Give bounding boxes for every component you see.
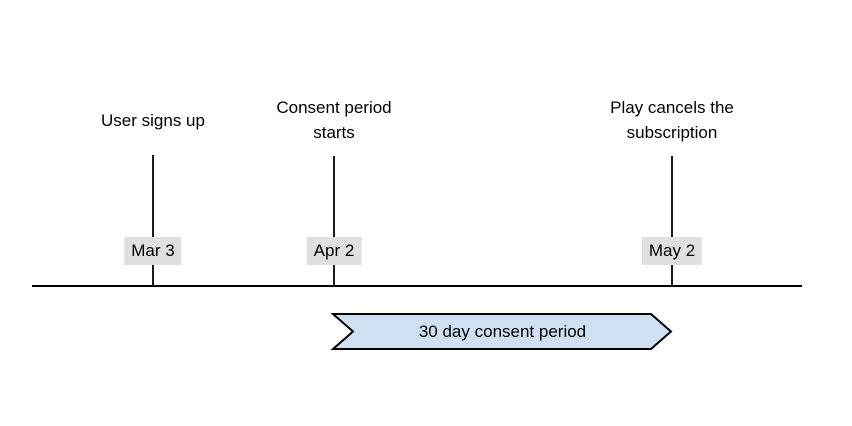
event-label-line: User signs up	[101, 111, 205, 130]
consent-period-banner-label: 30 day consent period	[418, 321, 587, 341]
event-tick-consent-start	[333, 156, 335, 286]
event-tick-signup	[152, 155, 154, 286]
event-label-consent-start: Consent period starts	[276, 95, 391, 145]
event-date-chip-consent-start: Apr 2	[306, 237, 362, 265]
banner-chevron-polygon	[330, 313, 673, 350]
consent-period-banner: 30 day consent period	[330, 313, 673, 350]
event-label-play-cancels: Play cancels the subscription	[610, 95, 734, 145]
event-label-line: starts	[313, 123, 355, 142]
event-label-line: subscription	[626, 123, 718, 142]
event-tick-play-cancels	[671, 156, 673, 286]
timeline-axis	[32, 285, 802, 287]
event-label-line: Consent period	[276, 98, 392, 117]
event-date-chip-signup: Mar 3	[124, 237, 182, 265]
event-label-signup: User signs up	[101, 108, 205, 133]
consent-period-banner-shape	[330, 313, 673, 350]
event-date-chip-play-cancels: May 2	[641, 237, 703, 265]
event-label-line: Play cancels the	[610, 98, 734, 117]
